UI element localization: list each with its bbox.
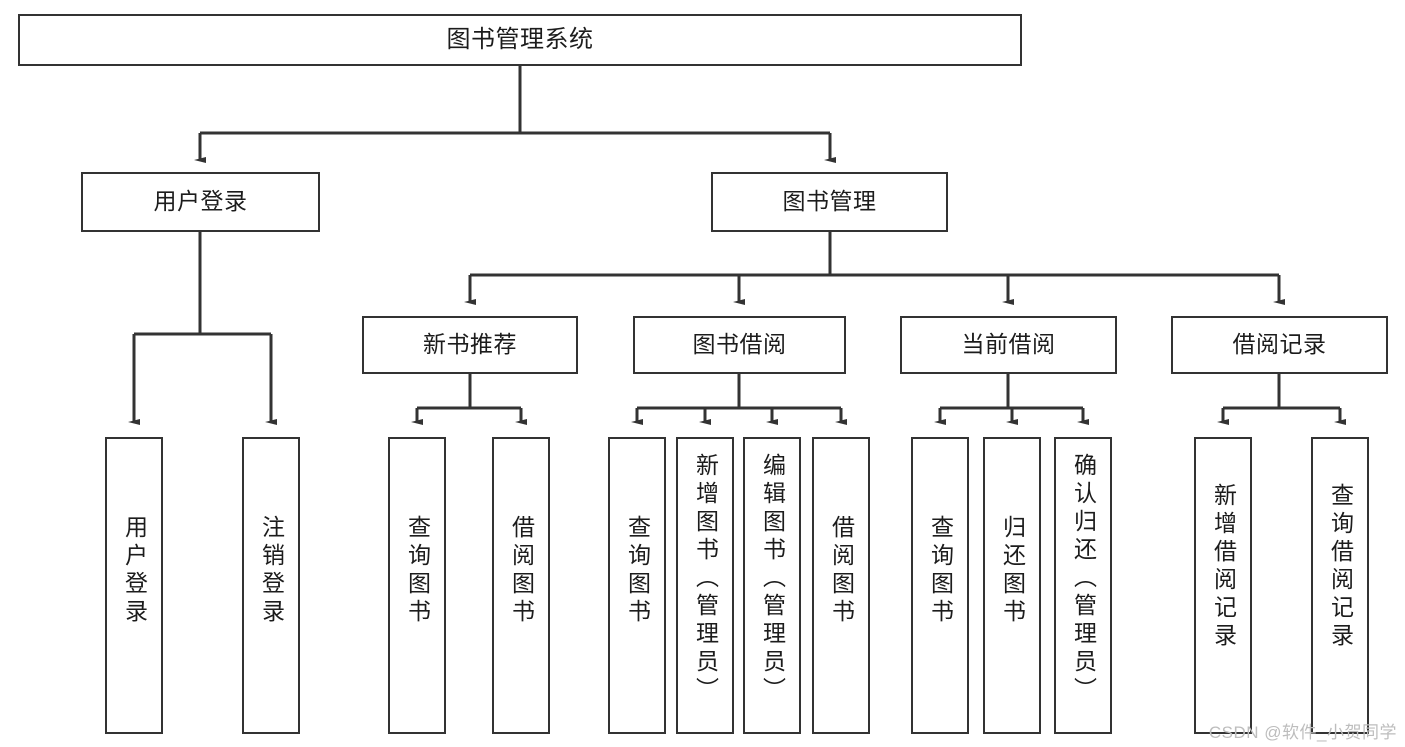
leaf-book-borrow-search[interactable]: 查询图书 — [608, 437, 666, 734]
leaf-book-borrow-borrow[interactable]: 借阅图书 — [812, 437, 870, 734]
node-label: 编辑图书（管理员） — [759, 453, 786, 705]
leaf-user-login-login[interactable]: 用户登录 — [105, 437, 163, 734]
node-label: 新增借阅记录 — [1210, 483, 1237, 651]
node-label: 查询图书 — [404, 515, 431, 627]
node-current-borrowing[interactable]: 当前借阅 — [900, 316, 1117, 374]
node-label: 借阅图书 — [508, 515, 535, 627]
node-label: 查询图书 — [927, 515, 954, 627]
node-user-login[interactable]: 用户登录 — [81, 172, 320, 232]
leaf-record-add[interactable]: 新增借阅记录 — [1194, 437, 1252, 734]
node-label: 确认归还（管理员） — [1070, 453, 1097, 705]
node-label: 图书借阅 — [692, 331, 787, 358]
node-label: 借阅记录 — [1232, 331, 1327, 358]
leaf-book-borrow-edit-admin[interactable]: 编辑图书（管理员） — [743, 437, 801, 734]
node-label: 图书管理系统 — [446, 25, 594, 53]
node-label: 注销登录 — [258, 515, 285, 627]
leaf-user-login-logout[interactable]: 注销登录 — [242, 437, 300, 734]
leaf-current-borrow-confirm-admin[interactable]: 确认归还（管理员） — [1054, 437, 1112, 734]
leaf-book-borrow-add-admin[interactable]: 新增图书（管理员） — [676, 437, 734, 734]
node-borrow-records[interactable]: 借阅记录 — [1171, 316, 1388, 374]
node-label: 查询借阅记录 — [1327, 483, 1354, 651]
leaf-new-book-borrow[interactable]: 借阅图书 — [492, 437, 550, 734]
node-label: 借阅图书 — [828, 515, 855, 627]
leaf-new-book-search[interactable]: 查询图书 — [388, 437, 446, 734]
leaf-record-search[interactable]: 查询借阅记录 — [1311, 437, 1369, 734]
leaf-current-borrow-search[interactable]: 查询图书 — [911, 437, 969, 734]
node-book-management[interactable]: 图书管理 — [711, 172, 948, 232]
node-book-borrowing[interactable]: 图书借阅 — [633, 316, 846, 374]
node-root-system[interactable]: 图书管理系统 — [18, 14, 1022, 66]
node-label: 用户登录 — [153, 188, 248, 215]
node-label: 用户登录 — [121, 515, 148, 627]
node-label: 查询图书 — [624, 515, 651, 627]
node-new-book-recommend[interactable]: 新书推荐 — [362, 316, 578, 374]
node-label: 归还图书 — [999, 515, 1026, 627]
node-label: 当前借阅 — [961, 331, 1056, 358]
node-label: 新书推荐 — [423, 331, 517, 358]
node-label: 图书管理 — [782, 188, 877, 215]
node-label: 新增图书（管理员） — [692, 453, 719, 705]
watermark-text: CSDN @软件_小贺同学 — [1208, 723, 1397, 742]
leaf-current-borrow-return[interactable]: 归还图书 — [983, 437, 1041, 734]
